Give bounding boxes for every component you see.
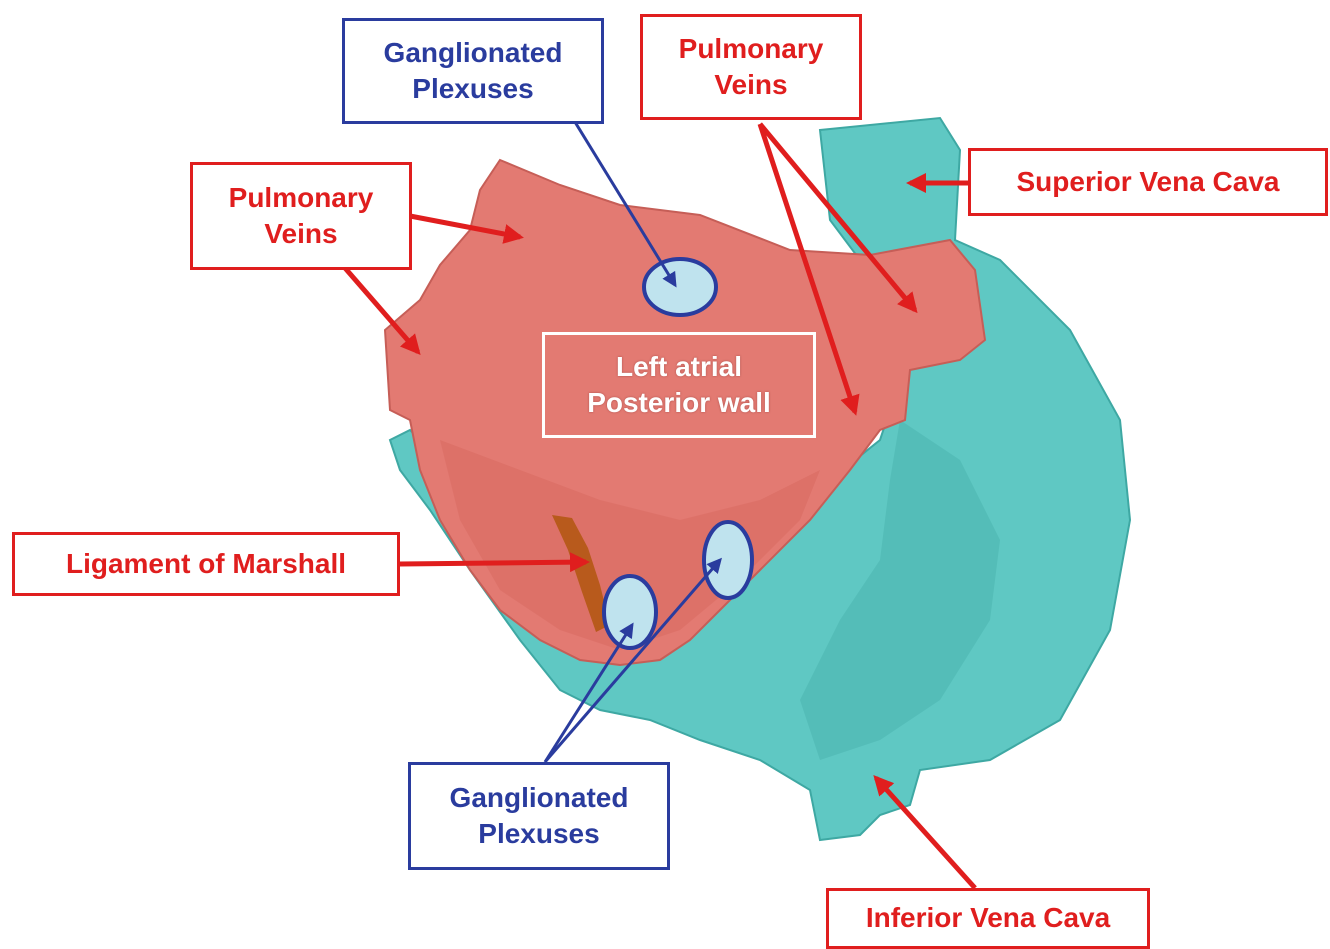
plexus-top-marker: [644, 259, 716, 315]
gp-bottom-line2: Plexuses: [478, 816, 599, 852]
label-ganglionated-plexuses-bottom: Ganglionated Plexuses: [408, 762, 670, 870]
label-pulmonary-veins-left: Pulmonary Veins: [190, 162, 412, 270]
label-left-atrial-posterior-wall: Left atrial Posterior wall: [542, 332, 816, 438]
gp-top-line1: Ganglionated: [384, 35, 563, 71]
plexus-bottom-left-marker: [604, 576, 656, 648]
label-inferior-vena-cava: Inferior Vena Cava: [826, 888, 1150, 949]
label-pulmonary-veins-top: Pulmonary Veins: [640, 14, 862, 120]
plexus-bottom-right-marker: [704, 522, 752, 598]
arrow-lom: [400, 562, 586, 564]
pv-top-line2: Veins: [714, 67, 787, 103]
gp-top-line2: Plexuses: [412, 71, 533, 107]
la-wall-line2: Posterior wall: [587, 385, 771, 421]
arrow-ivc: [876, 778, 975, 888]
gp-bottom-line1: Ganglionated: [450, 780, 629, 816]
label-superior-vena-cava: Superior Vena Cava: [968, 148, 1328, 216]
label-ligament-of-marshall: Ligament of Marshall: [12, 532, 400, 596]
pv-left-line2: Veins: [264, 216, 337, 252]
la-wall-line1: Left atrial: [616, 349, 742, 385]
label-ganglionated-plexuses-top: Ganglionated Plexuses: [342, 18, 604, 124]
pv-left-line1: Pulmonary: [229, 180, 374, 216]
pv-top-line1: Pulmonary: [679, 31, 824, 67]
